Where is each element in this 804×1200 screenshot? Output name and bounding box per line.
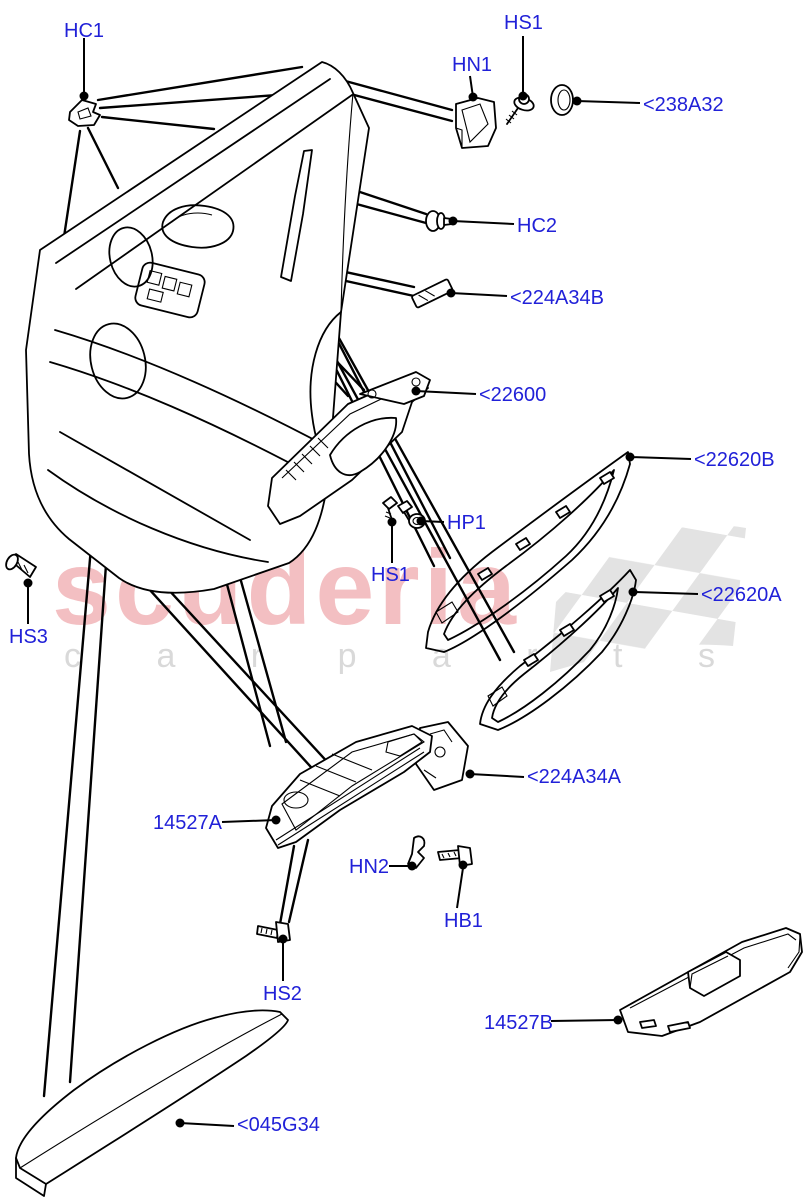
leader-lines (27, 36, 699, 1127)
part-label-hs1-top[interactable]: HS1 (504, 12, 543, 34)
part-label-hc1[interactable]: HC1 (64, 20, 105, 42)
part-hs2-screw (256, 921, 291, 943)
part-hs3-screw (5, 553, 37, 578)
part-label-hp1[interactable]: HP1 (447, 512, 486, 534)
part-22600-handle-assembly (267, 371, 431, 525)
part-hn1-bracket (455, 97, 497, 149)
part-label-hb1[interactable]: HB1 (444, 910, 483, 932)
checkered-flag (550, 524, 746, 672)
part-label-hs3[interactable]: HS3 (9, 626, 48, 648)
door-panel (25, 61, 370, 594)
part-label-14527b[interactable]: 14527B (484, 1012, 553, 1034)
part-label-hn1[interactable]: HN1 (452, 54, 493, 76)
part-label-hn2[interactable]: HN2 (349, 856, 390, 878)
part-label-224a34b[interactable]: <224A34B (510, 287, 604, 309)
part-hb1-bolt (437, 845, 473, 867)
part-label-22620b[interactable]: <22620B (694, 449, 775, 471)
part-224a34b-bracket (411, 278, 454, 309)
part-hc2-clip (425, 210, 453, 232)
part-14527a-switch-panel (265, 725, 433, 849)
part-22620a-trim (479, 569, 637, 731)
part-label-hc2[interactable]: HC2 (517, 215, 558, 237)
part-label-hs2[interactable]: HS2 (263, 983, 302, 1005)
part-label-hs1-mid[interactable]: HS1 (371, 564, 410, 586)
part-hc1-clip (68, 99, 101, 127)
part-045g34-trim (15, 1009, 289, 1197)
part-label-238a32[interactable]: <238A32 (643, 94, 724, 116)
part-label-224a34a[interactable]: <224A34A (527, 766, 621, 788)
part-label-22600[interactable]: <22600 (479, 384, 547, 406)
part-label-045g34[interactable]: <045G34 (237, 1114, 320, 1136)
part-238a32-grommet (550, 84, 574, 116)
part-14527b-panel (619, 927, 803, 1037)
part-hs1-screw-mid (382, 496, 398, 521)
leader-dots (23, 91, 638, 1128)
part-22620b-trim (425, 451, 631, 653)
part-label-14527a[interactable]: 14527A (153, 812, 222, 834)
part-label-22620a[interactable]: <22620A (701, 584, 782, 606)
